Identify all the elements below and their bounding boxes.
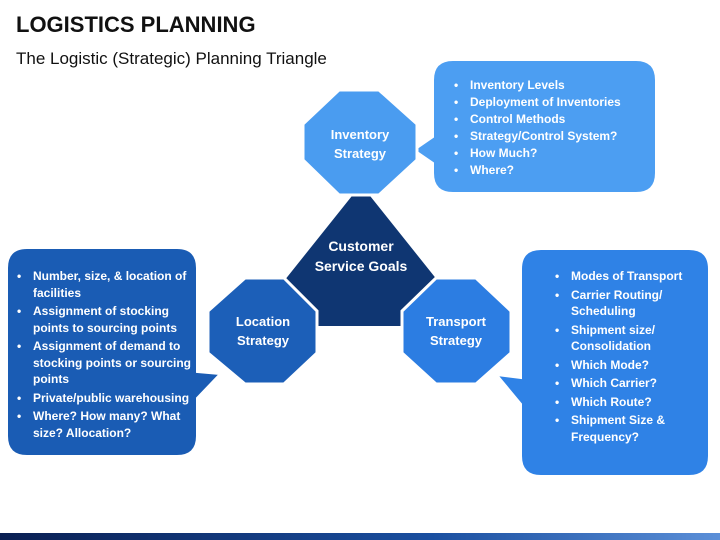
transport-strategy-label: Transport Strategy bbox=[426, 314, 486, 348]
location-strategy-label: Location Strategy bbox=[235, 314, 291, 348]
inventory-strategy-label: Inventory Strategy bbox=[330, 127, 390, 161]
location-bullet: Number, size, & location of facilities bbox=[13, 268, 193, 301]
location-callout-text: Number, size, & location of facilities A… bbox=[13, 268, 193, 443]
transport-bullet: Modes of Transport bbox=[551, 268, 701, 285]
inventory-bullet: Where? bbox=[450, 162, 650, 179]
transport-callout-text: Modes of Transport Carrier Routing/ Sche… bbox=[551, 268, 701, 447]
transport-bullet: Which Carrier? bbox=[551, 375, 701, 392]
center-triangle bbox=[243, 181, 479, 328]
transport-bullet: Shipment Size & Frequency? bbox=[551, 412, 701, 445]
inventory-bullet: Deployment of Inventories bbox=[450, 94, 650, 111]
location-bullet: Private/public warehousing bbox=[13, 390, 193, 407]
center-label: Customer Service Goals bbox=[314, 238, 408, 274]
transport-bullet-list: Modes of Transport Carrier Routing/ Sche… bbox=[551, 268, 701, 445]
inventory-bullet: How Much? bbox=[450, 145, 650, 162]
inventory-octagon bbox=[301, 88, 419, 197]
transport-bullet: Shipment size/ Consolidation bbox=[551, 322, 701, 355]
location-octagon bbox=[206, 276, 319, 386]
location-bullet-list: Number, size, & location of facilities A… bbox=[13, 268, 193, 441]
inventory-bullet: Control Methods bbox=[450, 111, 650, 128]
inventory-bullet-list: Inventory Levels Deployment of Inventori… bbox=[450, 77, 650, 179]
transport-bullet: Which Mode? bbox=[551, 357, 701, 374]
page-title: LOGISTICS PLANNING bbox=[16, 12, 256, 37]
location-bullet: Assignment of demand to stocking points … bbox=[13, 338, 193, 388]
bottom-accent-bar bbox=[0, 533, 720, 540]
inventory-bullet: Strategy/Control System? bbox=[450, 128, 650, 145]
inventory-bullet: Inventory Levels bbox=[450, 77, 650, 94]
transport-bullet: Which Route? bbox=[551, 394, 701, 411]
transport-bullet: Carrier Routing/ Scheduling bbox=[551, 287, 701, 320]
location-bullet: Where? How many? What size? Allocation? bbox=[13, 408, 193, 441]
page-subtitle: The Logistic (Strategic) Planning Triang… bbox=[16, 49, 327, 68]
inventory-callout-text: Inventory Levels Deployment of Inventori… bbox=[450, 77, 650, 179]
transport-octagon bbox=[400, 276, 513, 386]
location-bullet: Assignment of stocking points to sourcin… bbox=[13, 303, 193, 336]
